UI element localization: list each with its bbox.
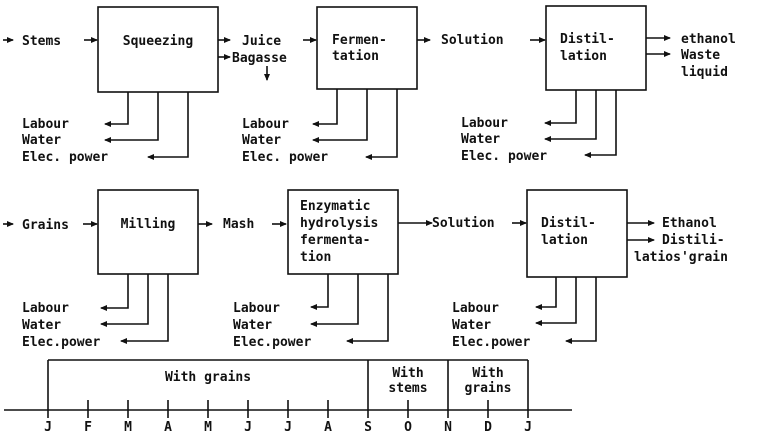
resource-elec-power: Elec.power — [233, 335, 311, 350]
output-distillers-grain-label-1: Distili- — [662, 233, 725, 248]
solution-label: Solution — [441, 33, 504, 48]
output-distillers-grain-label-2: latios'grain — [634, 250, 728, 265]
resource-line — [104, 92, 159, 143]
month-label: M — [124, 420, 132, 435]
month-label: S — [364, 420, 372, 435]
process-label-fermentation-2: tation — [332, 49, 379, 64]
output-ethanol-label: Ethanol — [662, 216, 717, 231]
process-label-distillation-2: lation — [541, 233, 588, 248]
process-box-enzymatic-hydrolysis — [287, 189, 399, 275]
month-label: O — [404, 420, 412, 435]
month-label: M — [204, 420, 212, 435]
resource-elec-power: Elec.power — [452, 335, 530, 350]
process-box-squeezing — [97, 6, 219, 93]
resource-line — [100, 274, 149, 327]
resource-line — [310, 274, 329, 310]
resource-line — [310, 274, 359, 327]
process-box-milling — [97, 189, 199, 275]
resource-water: Water — [22, 133, 61, 148]
month-label: J — [44, 420, 52, 435]
resource-elec-power: Elec. power — [242, 150, 328, 165]
month-label: A — [324, 420, 332, 435]
resource-line — [312, 89, 368, 143]
output-ethanol-label: ethanol — [681, 32, 736, 47]
period-label: With — [392, 366, 423, 381]
period-label: grains — [465, 381, 512, 396]
input-grains-label: Grains — [22, 218, 69, 233]
resource-line — [312, 89, 338, 127]
month-label: J — [244, 420, 252, 435]
resource-labour: Labour — [461, 116, 508, 131]
process-label-enzymatic-1: Enzymatic — [300, 199, 370, 214]
month-label: F — [84, 420, 92, 435]
resource-water: Water — [242, 133, 281, 148]
resource-line — [535, 277, 577, 326]
resource-labour: Labour — [233, 301, 280, 316]
resource-labour: Labour — [242, 117, 289, 132]
resource-line — [104, 92, 129, 127]
resource-labour: Labour — [452, 301, 499, 316]
period-label: With grains — [165, 370, 251, 385]
resource-line — [544, 90, 577, 126]
resource-labour: Labour — [22, 301, 69, 316]
process-label-fermentation-1: Fermen- — [332, 33, 387, 48]
grains-route: Grains Milling Mash Enzymatic hydrolysis… — [3, 189, 728, 350]
process-label-enzymatic-3: fermenta- — [300, 233, 370, 248]
resource-water: Water — [233, 318, 272, 333]
resource-line — [147, 92, 189, 160]
solution-label: Solution — [432, 216, 495, 231]
process-label-milling: Milling — [121, 217, 176, 232]
process-label-distillation-1: Distil- — [560, 32, 615, 47]
process-label-enzymatic-4: tion — [300, 250, 331, 265]
month-label: J — [524, 420, 532, 435]
period-label: stems — [388, 381, 427, 396]
resource-elec-power: Elec.power — [22, 335, 100, 350]
month-label: D — [484, 420, 492, 435]
output-waste-label: Waste — [681, 48, 720, 63]
resource-line — [100, 274, 129, 311]
resource-labour: Labour — [22, 117, 69, 132]
stems-route: Stems Squeezing Juice Bagasse Fermen- ta… — [3, 5, 736, 165]
juice-label: Juice — [242, 34, 281, 49]
resource-line — [535, 277, 557, 310]
process-label-distillation-1: Distil- — [541, 216, 596, 231]
process-label-squeezing: Squeezing — [123, 34, 193, 49]
output-liquid-label: liquid — [681, 65, 728, 80]
process-box-fermentation — [316, 6, 418, 90]
process-label-enzymatic-2: hydrolysis — [300, 216, 378, 231]
input-stems-label: Stems — [22, 34, 61, 49]
resource-line — [365, 89, 398, 160]
resource-elec-power: Elec. power — [461, 149, 547, 164]
resource-elec-power: Elec. power — [22, 150, 108, 165]
month-label: A — [164, 420, 172, 435]
resource-line — [584, 90, 617, 158]
mash-label: Mash — [223, 217, 254, 232]
resource-water: Water — [452, 318, 491, 333]
period-label: With — [472, 366, 503, 381]
resource-water: Water — [22, 318, 61, 333]
resource-line — [120, 274, 169, 344]
bagasse-label: Bagasse — [232, 51, 287, 66]
process-box-distillation — [545, 5, 647, 91]
month-label: N — [444, 420, 452, 435]
month-label: J — [284, 420, 292, 435]
resource-line — [346, 274, 389, 344]
resource-line — [565, 277, 597, 344]
process-label-distillation-2: lation — [560, 49, 607, 64]
resource-water: Water — [461, 132, 500, 147]
resource-line — [544, 90, 597, 142]
process-box-distillation — [526, 189, 628, 278]
